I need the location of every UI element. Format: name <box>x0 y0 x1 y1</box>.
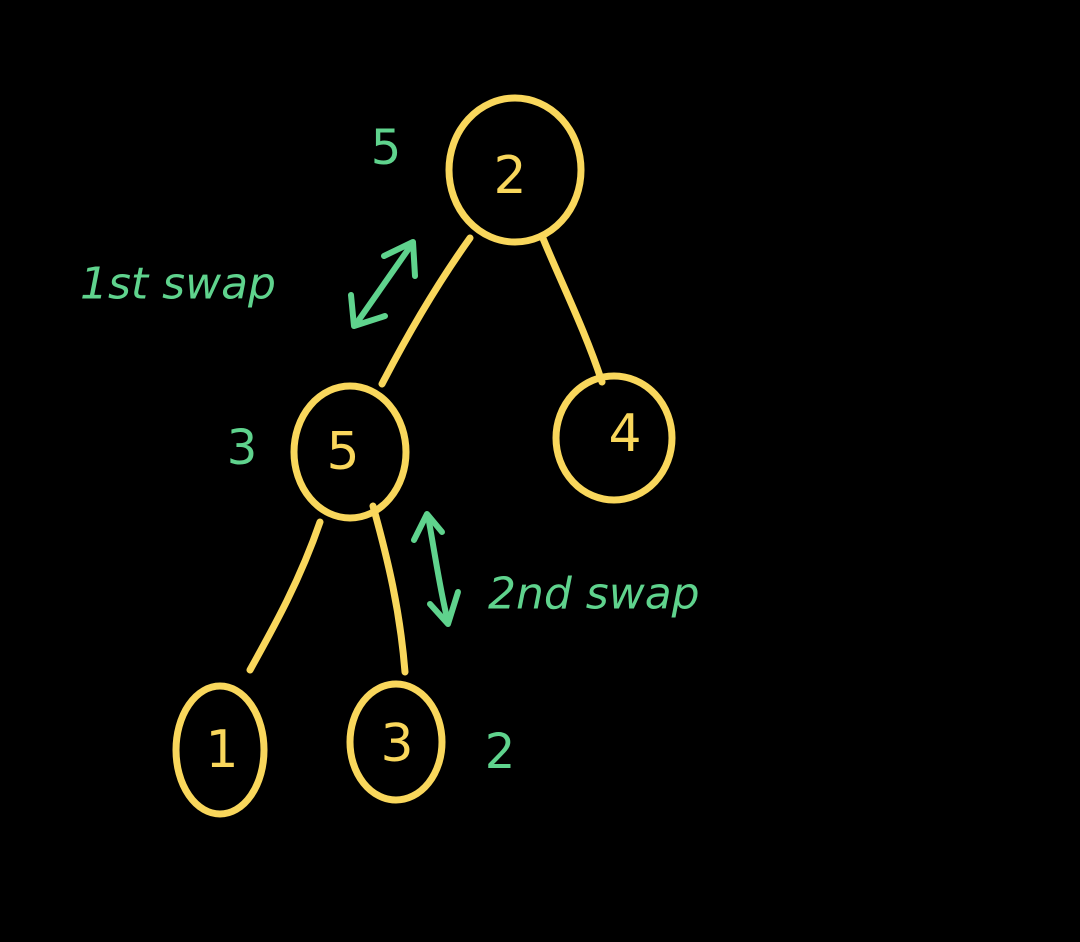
first-swap-label: 1st swap <box>80 259 276 310</box>
edge-root-right <box>538 232 606 386</box>
side-value-leftright: 2 <box>485 724 516 780</box>
side-value-root: 5 <box>371 120 402 176</box>
node-right-circle <box>552 372 676 504</box>
side-value-left: 3 <box>227 420 258 476</box>
node-root-circle <box>445 94 585 246</box>
edge-root-left <box>378 234 474 388</box>
node-leftright-circle <box>346 680 446 804</box>
node-right-label: 4 <box>608 404 641 464</box>
node-left-circle <box>290 382 410 522</box>
second-swap-label: 2nd swap <box>488 569 700 620</box>
node-leftright-label: 3 <box>380 714 413 774</box>
tree-edges <box>246 232 606 676</box>
node-root-label: 2 <box>493 146 526 206</box>
tree-nodes <box>172 94 676 818</box>
first-swap-arrow-icon <box>348 239 418 329</box>
edge-left-leftleft <box>246 518 324 674</box>
swap-arrows <box>348 239 461 627</box>
node-left-label: 5 <box>326 422 359 482</box>
second-swap-arrow-icon <box>411 511 461 627</box>
node-leftleft-circle <box>172 682 268 818</box>
node-leftleft-label: 1 <box>205 720 238 780</box>
edge-left-leftright <box>369 502 409 676</box>
